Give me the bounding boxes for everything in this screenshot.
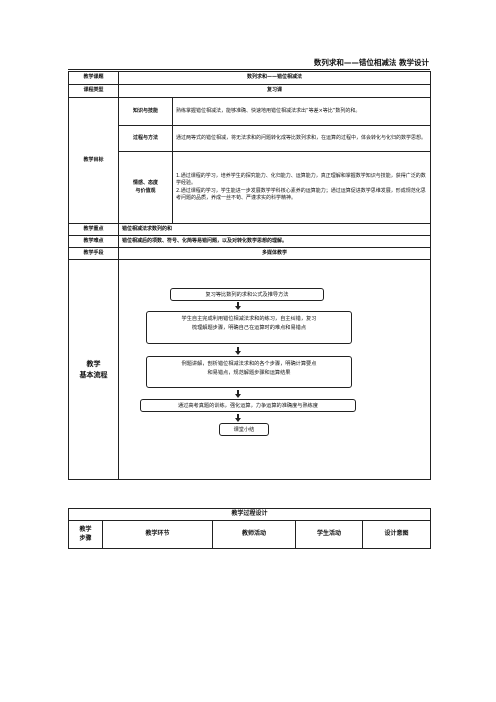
col-intent-header: 设计意图	[361, 520, 432, 549]
flow-arrow-1	[235, 302, 241, 310]
col-step-header: 教学 步骤	[68, 520, 103, 549]
flow-arrow-4	[235, 414, 241, 422]
flow-step-2: 学生自主完成利用错位相减法求和的练习，自主纠错，复习 梳理解题步骤，明确自己在运…	[146, 311, 352, 344]
col-student-header: 学生活动	[295, 520, 363, 549]
flow-step-1: 复习等比数列的求和公式及推导方法	[170, 288, 324, 301]
key-point-label: 教学重点	[68, 223, 119, 236]
course-type-value: 复习课	[117, 84, 432, 98]
emotion-text-2: 2.通过课程的学习，学生能进一步发展数学学科核心素养的运算能力；通过运算促进数学…	[176, 187, 426, 201]
col-teacher-header: 教师活动	[212, 520, 296, 549]
emotion-text-1: 1.通过课程的学习，培养学生的探究能力、化归能力、运算能力，真正理解和掌握数学知…	[176, 173, 426, 187]
emotion-label: 情感、态度 与价值观	[118, 151, 173, 224]
process-table-title: 教学过程设计	[67, 508, 432, 521]
flow-arrow-3	[235, 390, 241, 398]
flow-step-3: 例题讲解，剖析错位相减法求和的各个步骤，明确计算要点 和易错点，规范解题步骤和运…	[146, 356, 352, 388]
goals-label: 教学目标	[68, 97, 119, 224]
flow-arrow-2	[235, 347, 241, 355]
flow-step-5: 课堂小结	[219, 423, 269, 436]
flow-step-3-line1: 例题讲解，剖析错位相减法求和的各个步骤，明确计算要点	[181, 361, 317, 367]
emotion-label-line1: 情感、态度	[132, 180, 158, 187]
flowchart: 复习等比数列的求和公式及推导方法 学生自主完成利用错位相减法求和的练习，自主纠错…	[119, 260, 430, 478]
flow-step-4: 通过高考真题的训练，强化运算，力争运算的准确度与熟练度	[140, 399, 356, 412]
flow-step-3-line2: 和易错点，规范解题步骤和运算结果	[207, 369, 291, 376]
emotion-text: 1.通过课程的学习，培养学生的探究能力、化归能力、运算能力，真正理解和掌握数学知…	[171, 151, 432, 224]
topic-value: 数列求和——错位相减法	[117, 71, 432, 85]
col-segment-header: 教学环节	[102, 520, 213, 549]
knowledge-label: 知识与技能	[118, 97, 173, 126]
emotion-label-line2: 与价值观	[135, 187, 156, 194]
col-step-line2: 步骤	[79, 534, 92, 542]
flow-step-2-line1: 学生自主完成利用错位相减法求和的练习，自主纠错，复习	[181, 316, 317, 322]
document-title: 数列求和——错位相减法 教学设计	[313, 58, 429, 67]
topic-label: 教学课题	[68, 71, 119, 85]
difficulty-label: 教学难点	[68, 235, 119, 248]
title-underline	[68, 69, 430, 70]
key-point-value: 错位相减法求数列的和	[117, 223, 432, 236]
difficulty-value: 错位相减后的项数、符号、化简等易错问题，以及对转化数学思想的理解。	[117, 235, 432, 248]
process-method-label: 过程与方法	[118, 125, 173, 152]
flow-label-line2: 基本流程	[79, 370, 108, 379]
flow-cell: 复习等比数列的求和公式及推导方法 学生自主完成利用错位相减法求和的练习，自主纠错…	[117, 259, 432, 480]
means-label: 教学手段	[68, 247, 119, 260]
course-type-label: 课程类型	[68, 84, 119, 98]
means-value: 多媒体教学	[117, 247, 432, 260]
lesson-plan-table: 教学课题 数列求和——错位相减法 课程类型 复习课 教学目标 知识与技能 熟练掌…	[68, 71, 432, 480]
process-method-text: 通过两等式的错位相减，将无法求和的问题转化成等比数列求和，在运算的过程中，体会转…	[171, 125, 432, 152]
knowledge-text: 熟练掌握错位相减法，能够准确、快速地用错位相减法求出“等差×等比”数列的和。	[171, 97, 432, 126]
flow-label-line1: 教学	[86, 360, 101, 369]
flow-step-2-line2: 梳理解题步骤，明确自己在运算时的难点和易错点	[191, 324, 307, 331]
col-step-line1: 教学	[79, 525, 92, 533]
flow-label: 教学 基本流程	[68, 259, 119, 480]
process-design-table: 教学过程设计 教学 步骤 教学环节 教师活动 学生活动 设计意图	[67, 508, 432, 549]
